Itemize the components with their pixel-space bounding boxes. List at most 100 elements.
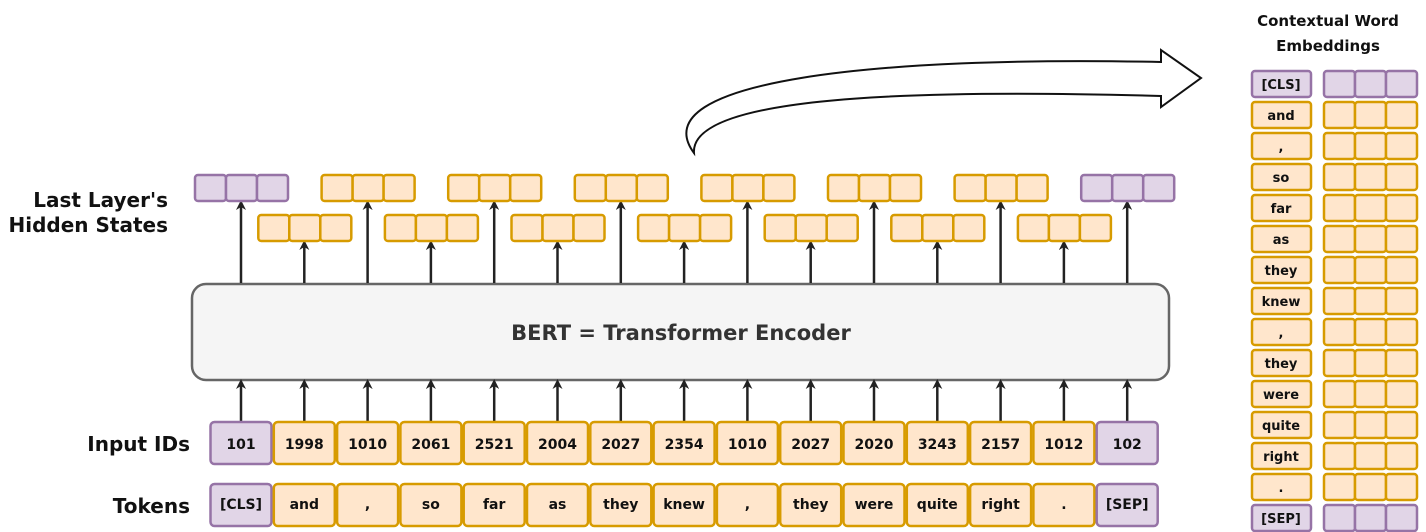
hidden-state-cell xyxy=(731,173,765,203)
token-label: quite xyxy=(917,497,958,513)
context-token-box xyxy=(1250,162,1313,192)
input-id-label: 101 xyxy=(226,437,255,453)
context-token-label: so xyxy=(1273,171,1290,186)
hidden-state-cell xyxy=(351,173,385,203)
hidden-state-cell xyxy=(383,213,418,243)
input-id-label: 2020 xyxy=(855,437,894,453)
context-embedding-cell xyxy=(1384,317,1419,347)
hidden-state-cell xyxy=(825,213,859,243)
context-embedding-cell xyxy=(1322,410,1357,440)
hidden-state-cell xyxy=(510,213,544,243)
input-id-box xyxy=(589,420,653,466)
token-box xyxy=(399,482,463,528)
context-embedding-cell xyxy=(1322,441,1357,471)
context-embedding-cell xyxy=(1384,472,1419,502)
hidden-state-cell xyxy=(763,213,797,243)
hidden-state-cell xyxy=(826,173,861,203)
token-label: so xyxy=(422,497,440,513)
context-token-box xyxy=(1250,472,1313,502)
hidden-state-cell xyxy=(857,173,892,203)
token-box xyxy=(589,482,653,528)
contextual-title-line2: Embeddings xyxy=(1276,37,1380,55)
context-embedding-cell xyxy=(1353,193,1388,223)
hidden-state-cell xyxy=(224,173,259,203)
context-token-box xyxy=(1250,100,1313,130)
context-embedding-cell xyxy=(1353,441,1388,471)
token-box xyxy=(842,482,906,528)
hidden-state-cell xyxy=(888,173,923,203)
input-id-box xyxy=(905,420,970,466)
token-box xyxy=(1095,482,1159,528)
input-id-label: 2004 xyxy=(538,437,577,453)
context-embedding-cell xyxy=(1322,503,1357,532)
hidden-state-cell xyxy=(193,173,228,203)
token-label: they xyxy=(603,497,638,513)
context-embedding-cell xyxy=(1384,441,1419,471)
hidden-state-cell xyxy=(667,213,702,243)
tokens-label: Tokens xyxy=(113,494,190,518)
context-token-label: knew xyxy=(1262,295,1301,310)
context-token-box xyxy=(1250,69,1313,99)
context-embedding-cell xyxy=(1353,131,1388,161)
hidden-states-row xyxy=(193,173,1176,243)
token-box xyxy=(968,482,1033,528)
token-label: and xyxy=(290,497,319,513)
context-token-box xyxy=(1250,193,1313,223)
input-ids-label: Input IDs xyxy=(87,432,190,456)
input-id-box xyxy=(335,420,400,466)
context-embedding-cell xyxy=(1353,100,1388,130)
hidden-state-cell xyxy=(890,213,924,243)
hidden-state-cell xyxy=(445,213,480,243)
hidden-state-cell xyxy=(572,213,606,243)
context-embedding-cell xyxy=(1353,224,1388,254)
input-id-box xyxy=(652,420,716,466)
hidden-state-cell xyxy=(382,173,416,203)
hidden-state-cell xyxy=(257,213,291,243)
input-id-box xyxy=(1032,420,1096,466)
context-embedding-cell xyxy=(1322,193,1357,223)
context-embedding-cell xyxy=(1353,379,1388,409)
input-id-box xyxy=(272,420,337,466)
context-token-box xyxy=(1250,224,1313,254)
context-embedding-cell xyxy=(1353,503,1388,532)
token-box xyxy=(525,482,590,528)
hidden-state-cell xyxy=(1141,173,1176,203)
token-label: , xyxy=(745,497,750,513)
context-token-label: far xyxy=(1271,202,1292,217)
context-embedding-cell xyxy=(1322,224,1357,254)
context-token-box xyxy=(1250,379,1313,409)
hidden-state-cell xyxy=(446,173,481,203)
hidden-state-cell xyxy=(1110,173,1145,203)
token-label: [CLS] xyxy=(220,497,262,513)
hidden-states-label-line1: Last Layer's xyxy=(33,188,168,212)
context-embedding-cell xyxy=(1322,379,1357,409)
hidden-state-cell xyxy=(953,173,987,203)
hidden-state-cell xyxy=(1015,173,1049,203)
token-label: as xyxy=(549,497,567,513)
token-label: right xyxy=(981,497,1020,513)
hidden-state-cell xyxy=(414,213,449,243)
input-id-box xyxy=(209,420,273,466)
context-embedding-cell xyxy=(1384,503,1419,532)
arrows-group xyxy=(236,200,1133,421)
context-embedding-cell xyxy=(1353,286,1388,316)
token-box xyxy=(462,482,526,528)
hidden-state-cell xyxy=(762,173,796,203)
input-id-box xyxy=(715,420,780,466)
input-id-box xyxy=(399,420,463,466)
context-token-label: . xyxy=(1279,481,1284,496)
hidden-state-cell xyxy=(508,173,543,203)
hidden-state-cell xyxy=(288,213,322,243)
input-id-box xyxy=(1095,420,1159,466)
token-box xyxy=(1032,482,1096,528)
context-embedding-cell xyxy=(1353,69,1388,99)
hidden-state-cell xyxy=(255,173,290,203)
context-embedding-cell xyxy=(1384,162,1419,192)
context-token-label: right xyxy=(1263,450,1299,465)
context-embedding-cell xyxy=(1322,286,1357,316)
token-label: [SEP] xyxy=(1106,497,1149,513)
input-id-label: 2521 xyxy=(475,437,514,453)
